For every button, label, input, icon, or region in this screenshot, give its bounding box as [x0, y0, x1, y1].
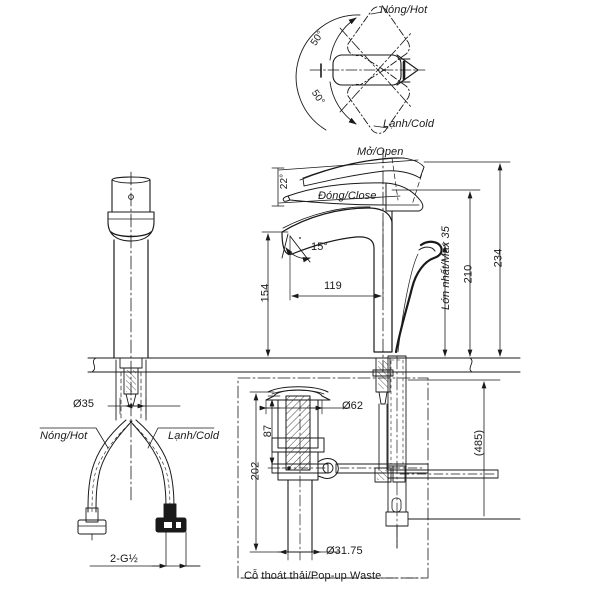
label-cold-plan: Lạnh/Cold [383, 118, 435, 130]
dim-d35 [107, 397, 181, 415]
label-hot-plan: Nóng/Hot [380, 4, 428, 16]
right-dimensions [261, 159, 511, 520]
angle-15: 15° [311, 241, 328, 253]
label-close: Đóng/Close [318, 190, 377, 202]
angle-22: 22° [279, 173, 291, 190]
dim-d62: Ø62 [342, 400, 364, 412]
dim-thread: 2-G½ [110, 553, 138, 565]
label-max35: Lớn nhất/Max 35 [439, 226, 452, 310]
front-elevation-faucet [239, 149, 521, 549]
handle-plan-view [295, 6, 426, 134]
dim-119: 119 [324, 280, 342, 292]
dim-87: 87 [262, 424, 275, 438]
popup-waste-detail [237, 377, 429, 579]
dim-87 [267, 395, 281, 469]
dim-485: (485) [473, 429, 486, 457]
dim-d3175 [277, 545, 341, 561]
tall-elevation-faucet [39, 171, 241, 569]
label-open: Mở/Open [357, 146, 404, 158]
supply-hoses [77, 419, 187, 567]
label-cold-hose: Lạnh/Cold [168, 430, 220, 442]
popup-caption: Cỗ thoát thải/Pop-up Waste [244, 570, 382, 582]
dim-154: 154 [259, 283, 272, 303]
dim-202: 202 [249, 461, 262, 481]
label-hot-hose: Nóng/Hot [40, 430, 88, 442]
dim-d35: Ø35 [73, 398, 95, 410]
dim-210: 210 [462, 264, 475, 284]
dim-234: 234 [492, 248, 505, 268]
dim-d31-75: Ø31.75 [326, 545, 363, 557]
dim-d62 [259, 399, 351, 415]
